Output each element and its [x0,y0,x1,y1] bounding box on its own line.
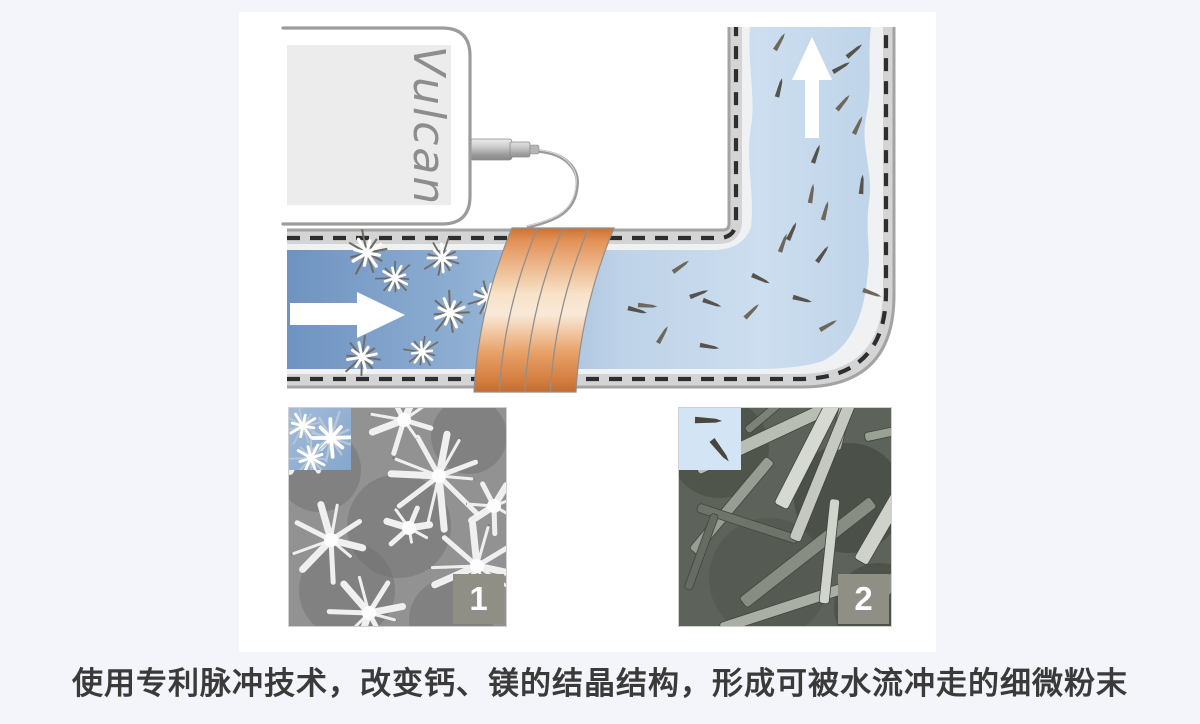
dashed-line-top [287,27,739,241]
crystal-star-icon [344,334,381,376]
crystal-star-icon [375,260,411,293]
powder-needle-icon [743,304,759,320]
powder-needle-icon [656,326,668,345]
power-cable [526,149,579,229]
powder-needle-icon [689,290,709,300]
powder-needle-icon [694,416,729,462]
powder-needle-icon [851,116,863,135]
crystal-inset-1 [289,408,351,470]
water-flow [287,27,871,369]
powder-needle-icon [709,438,729,462]
connector-plug [469,138,540,161]
crystal-star-icon [289,408,351,470]
pipe-outline-bottom [287,27,896,389]
powder-needle-icon [820,201,829,221]
impulse-coil [473,227,615,393]
crystal-burst [290,501,367,586]
crystal-rod [854,441,891,565]
crystal-star-icon [423,237,460,276]
flow-arrow-up-icon [792,37,832,138]
caption: 使用专利脉冲技术，改变钙、镁的结晶结构，形成可被水流冲走的细微粉末 [72,666,1128,701]
device-border [281,26,472,226]
power-cable-sheen [526,149,577,227]
vulcan-label: Vulcan [403,46,454,206]
flow-arrow-right-icon [290,292,405,338]
powder-needle-icon [831,62,850,74]
illustration-panel: Vulcan 1 2 [239,12,936,652]
sem-label-1: 1 [453,574,504,624]
pipe-diagram: Vulcan [281,26,896,393]
powder-needle-icon [702,297,722,307]
powder-needle-icon [862,287,882,297]
crystal-rod [774,408,867,510]
coil-band [549,227,615,393]
powder-inset-2 [679,408,741,470]
powder-needle-icon [845,44,862,59]
powder-needles [627,33,882,349]
powder-needle-icon [815,245,829,264]
powder-needle-icon [694,416,723,424]
crystal-burst [466,481,506,537]
sem-image-2: 2 [678,407,892,627]
crystal-star-icon [289,408,321,445]
powder-needle-icon [773,33,785,52]
crystal-burst [387,430,483,534]
dashed-line-bottom [287,27,889,382]
powder-needle-icon [807,183,814,204]
crystal-rod [789,408,869,542]
device-panel [287,45,451,205]
powder-needle-icon [751,272,770,284]
crystal-star-icon [433,289,470,333]
powder-needle-icon [792,294,812,303]
powder-needle-icon [818,320,837,332]
crystal-burst [368,408,434,457]
pipe-outline-top [287,27,731,232]
vulcan-device: Vulcan [281,26,472,226]
powder-needle-icon [627,305,647,314]
sem-label-2: 2 [838,574,889,624]
crystal-rod [744,408,818,434]
powder-needle-icon [835,95,850,112]
powder-needle-icon [671,260,690,274]
crystal-burst [383,505,434,547]
crystal-star-icon [289,439,329,470]
crystal-rod [818,498,841,605]
powder-needle-icon [699,342,720,349]
crystal-rod [739,497,877,608]
powder-needle-icon [637,302,658,308]
powder-needle-icon [785,222,797,241]
powder-needle-icon [858,174,864,195]
powder-needle-icon [810,144,820,164]
powder-needle-icon [777,233,787,253]
crystal-star-icon [403,335,439,367]
crystal-rod [684,513,719,591]
crystal-burst [325,574,406,626]
crystal-rod [864,413,891,442]
crystal-star-icon [348,229,388,275]
sem-image-1: 1 [288,407,507,627]
powder-needle-icon [774,78,783,98]
